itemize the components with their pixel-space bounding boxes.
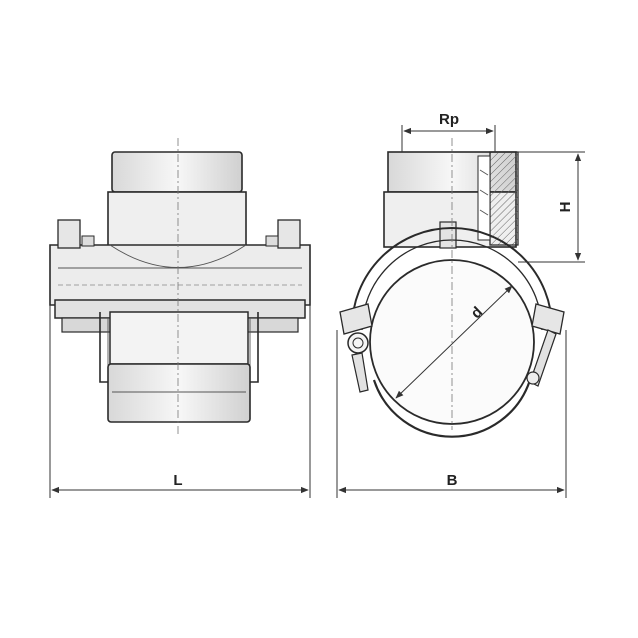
- dimension-label-l: L: [173, 472, 182, 489]
- main-pipe-top: [109, 311, 249, 365]
- outlet-body: [107, 191, 247, 248]
- right-lug: [277, 219, 301, 249]
- outlet-socket: [111, 151, 243, 193]
- left-bolt-lug: [339, 303, 373, 335]
- saddle-arc-outer: [351, 227, 553, 329]
- section-hatch: [489, 151, 519, 246]
- bolt-head-icon: [347, 332, 369, 354]
- side-view: d Rp H B: [336, 111, 585, 498]
- main-pipe: [107, 363, 251, 423]
- dimension-label-h: H: [557, 202, 574, 213]
- dimension-line-d: [395, 285, 513, 399]
- saddle-body: [49, 244, 311, 306]
- left-lug: [57, 219, 81, 249]
- dimension-label-b: B: [447, 472, 458, 489]
- front-view: L: [49, 138, 311, 498]
- dimension-label-rp: Rp: [439, 111, 459, 128]
- right-bolt-lug: [531, 303, 565, 335]
